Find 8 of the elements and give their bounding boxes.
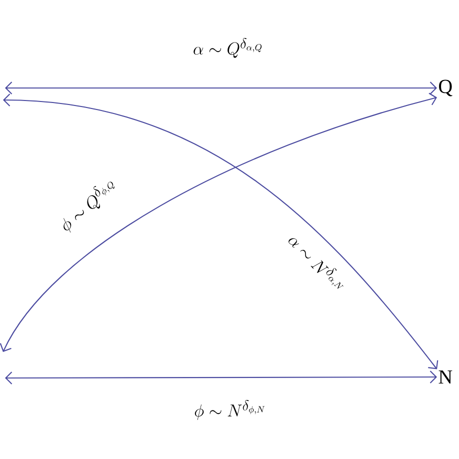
edge-label: $\alpha \sim Q^{\delta_{\alpha,Q}}$ [190,36,266,60]
arrow [5,82,437,94]
node-letter: N [438,370,452,384]
node-letter: Q [439,80,452,96]
edge-label: $\phi \sim N^{\delta_{\phi,N}}$ [192,398,268,422]
edge-label: $\phi \sim Q^{\delta_{\phi,Q}}$ [52,172,124,238]
edge-label: $\alpha \sim N^{\delta_{\alpha,N}}$ [284,226,352,298]
arrow [5,370,437,384]
